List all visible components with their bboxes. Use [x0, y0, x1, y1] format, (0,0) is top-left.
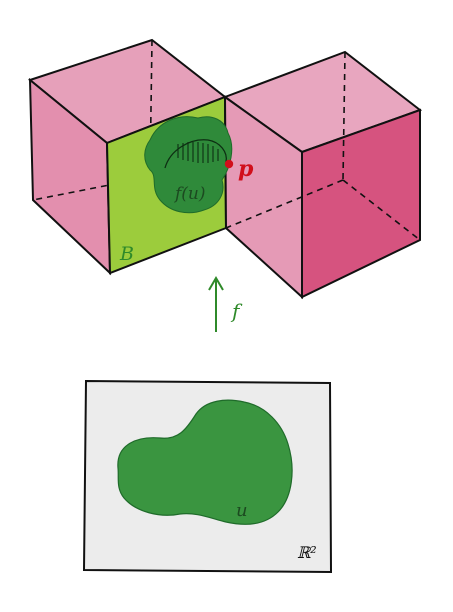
label-image-fu: f(u)	[173, 184, 206, 204]
label-space-r2: ℝ²	[297, 543, 317, 562]
image-fu	[144, 116, 233, 214]
label-domain-u: u	[236, 500, 248, 521]
image-fu-edge	[164, 139, 227, 169]
map-arrow-f	[208, 276, 224, 332]
point-p	[224, 159, 234, 169]
right-cube	[222, 50, 423, 300]
right-cube-hidden-edges	[225, 51, 421, 241]
arrow-head	[208, 276, 224, 291]
domain-u	[117, 399, 293, 525]
label-set-b: B	[119, 243, 134, 265]
label-point-p: p	[238, 156, 254, 182]
domain-u-blob	[117, 399, 293, 525]
right-cube-left-face	[223, 95, 303, 300]
label-map-f: f	[230, 299, 243, 323]
